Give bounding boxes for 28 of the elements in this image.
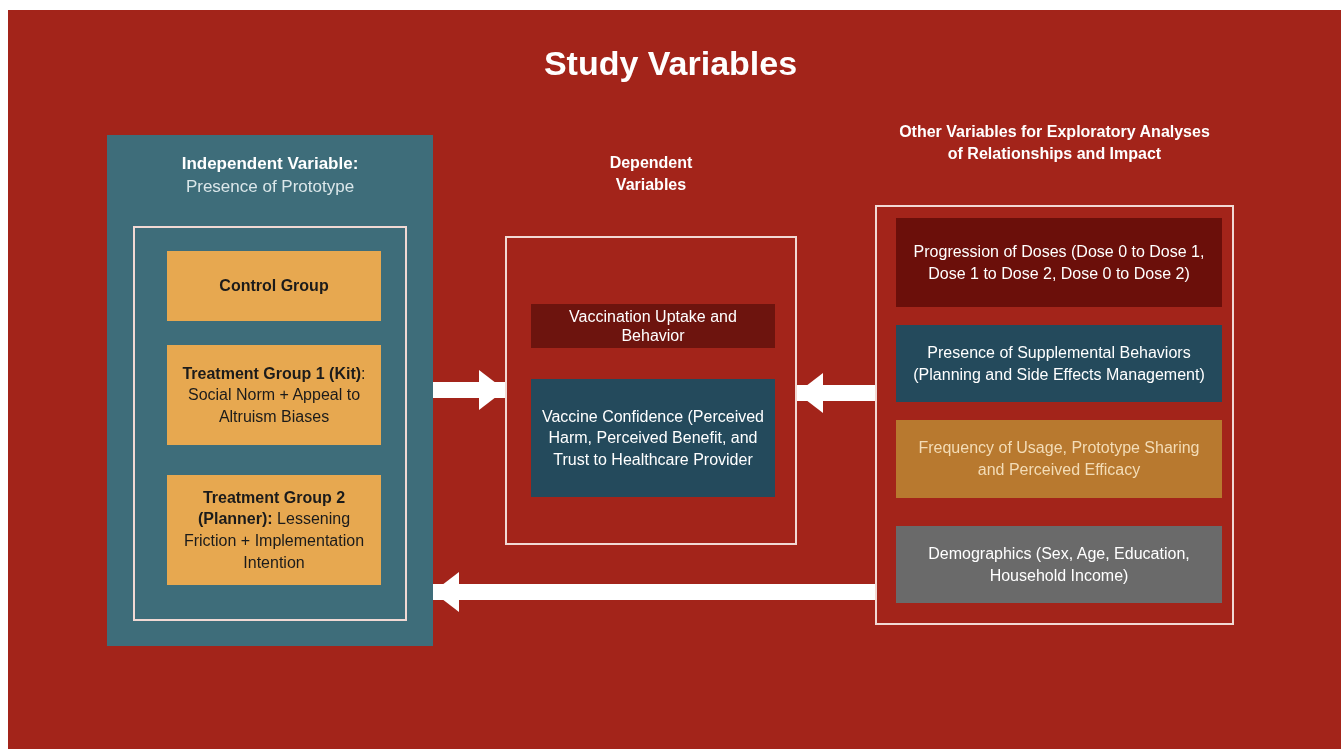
variable-box	[896, 325, 1222, 402]
variable-box	[531, 304, 775, 348]
variable-box	[167, 345, 381, 445]
panel-heading: Independent Variable:	[180, 153, 360, 175]
block-arrow	[797, 373, 875, 413]
variable-panel	[107, 135, 433, 646]
title: Study Variables	[542, 44, 799, 83]
box-text: Frequency of Usage, Prototype Sharing and Perceived Efficacy	[917, 438, 1201, 480]
box-text: Demographics (Sex, Age, Education, Household Income)	[927, 543, 1191, 586]
column-heading: Dependent Variables	[608, 153, 694, 196]
box-shape	[133, 226, 407, 621]
box-text: Vaccination Uptake and Behavior	[568, 306, 738, 346]
box-text: Presence of Supplemental Behaviors (Planning and Side Effects Management)	[912, 342, 1206, 385]
block-arrow	[433, 572, 875, 612]
variable-box	[896, 420, 1222, 498]
variable-box	[896, 218, 1222, 307]
box-text: Treatment Group 2 (Planner): Lessening Friction + Implementation Intention	[182, 487, 366, 573]
variable-box	[167, 475, 381, 585]
column-heading: Other Variables for Exploratory Analyses of Relationships and Impact	[898, 122, 1211, 165]
block-arrow	[433, 370, 505, 410]
panel-subheading: Presence of Prototype	[184, 175, 356, 198]
variable-box	[167, 251, 381, 321]
variable-box	[896, 526, 1222, 603]
box-text: Progression of Doses (Dose 0 to Dose 1, Dose 1 to Dose 2, Dose 0 to Dose 2)	[912, 241, 1206, 284]
box-text: Vaccine Confidence (Perceived Harm, Perceived Benefit, and Trust to Healthcare Provider	[540, 406, 765, 470]
variable-box	[531, 379, 775, 497]
box-text: Control Group	[218, 276, 330, 297]
box-text: Treatment Group 1 (Kit): Social Norm + Appeal to Altruism Biases	[181, 363, 367, 427]
